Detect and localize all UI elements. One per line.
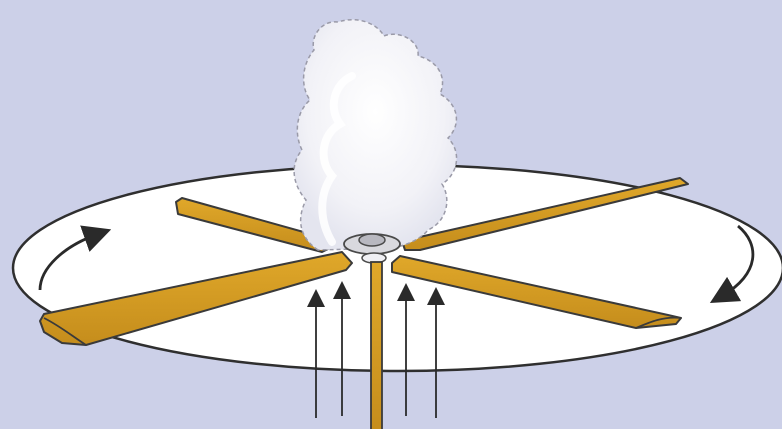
rotor-mast — [371, 262, 382, 429]
hub-cap — [359, 234, 385, 246]
